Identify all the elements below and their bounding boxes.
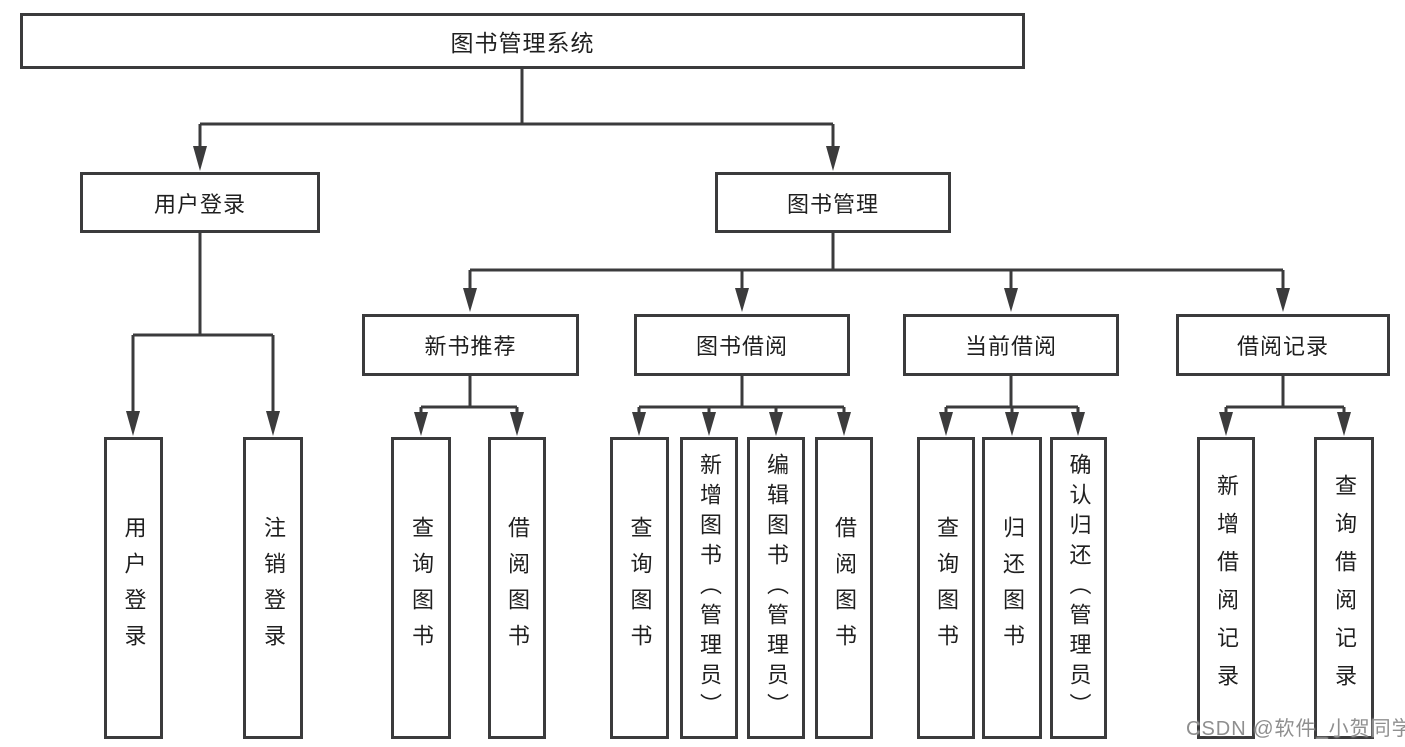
leaf-return-books: 归还图书 xyxy=(982,437,1042,739)
leaf-query-books-borrow: 查询图书 xyxy=(610,437,669,739)
leaf-label: 查询借阅记录 xyxy=(1332,474,1357,702)
leaf-confirm-return-admin: 确认归还（管理员） xyxy=(1050,437,1107,739)
node-label: 图书管理 xyxy=(786,191,879,217)
node-book-borrow: 图书借阅 xyxy=(634,314,850,376)
node-current-borrow: 当前借阅 xyxy=(903,314,1119,376)
leaf-label: 查询图书 xyxy=(627,516,653,660)
leaf-query-books-current: 查询图书 xyxy=(917,437,975,739)
node-root-library-system: 图书管理系统 xyxy=(20,13,1025,69)
csdn-watermark: CSDN @软件_小贺同学 xyxy=(1186,718,1405,740)
leaf-borrow-books: 借阅图书 xyxy=(815,437,873,739)
node-label: 图书借阅 xyxy=(695,334,788,359)
leaf-label: 新增图书（管理员） xyxy=(697,453,722,723)
node-borrow-records: 借阅记录 xyxy=(1176,314,1390,376)
leaf-label: 查询图书 xyxy=(409,516,434,660)
leaf-user-login: 用户登录 xyxy=(104,437,163,739)
leaf-add-borrow-record: 新增借阅记录 xyxy=(1197,437,1255,739)
node-label: 图书管理系统 xyxy=(450,30,595,56)
leaf-label: 注销登录 xyxy=(261,516,286,660)
leaf-label: 借阅图书 xyxy=(505,516,530,660)
leaf-label: 确认归还（管理员） xyxy=(1066,453,1092,723)
node-user-login-branch: 用户登录 xyxy=(80,172,320,233)
node-label: 当前借阅 xyxy=(964,334,1057,359)
leaf-borrow-books-recommend: 借阅图书 xyxy=(488,437,546,739)
leaf-query-borrow-record: 查询借阅记录 xyxy=(1314,437,1374,739)
node-new-book-recommend: 新书推荐 xyxy=(362,314,579,376)
leaf-label: 新增借阅记录 xyxy=(1214,474,1239,702)
leaf-label: 查询图书 xyxy=(934,516,959,660)
node-label: 新书推荐 xyxy=(424,334,517,359)
leaf-edit-books-admin: 编辑图书（管理员） xyxy=(747,437,805,739)
node-label: 用户登录 xyxy=(153,191,246,217)
leaf-logout: 注销登录 xyxy=(243,437,303,739)
node-label: 借阅记录 xyxy=(1236,334,1329,359)
leaf-add-books-admin: 新增图书（管理员） xyxy=(680,437,738,739)
leaf-query-books-recommend: 查询图书 xyxy=(391,437,451,739)
leaf-label: 编辑图书（管理员） xyxy=(764,453,789,723)
node-book-management-branch: 图书管理 xyxy=(715,172,951,233)
leaf-label: 用户登录 xyxy=(121,516,147,660)
leaf-label: 归还图书 xyxy=(1000,516,1025,660)
leaf-label: 借阅图书 xyxy=(832,516,857,660)
